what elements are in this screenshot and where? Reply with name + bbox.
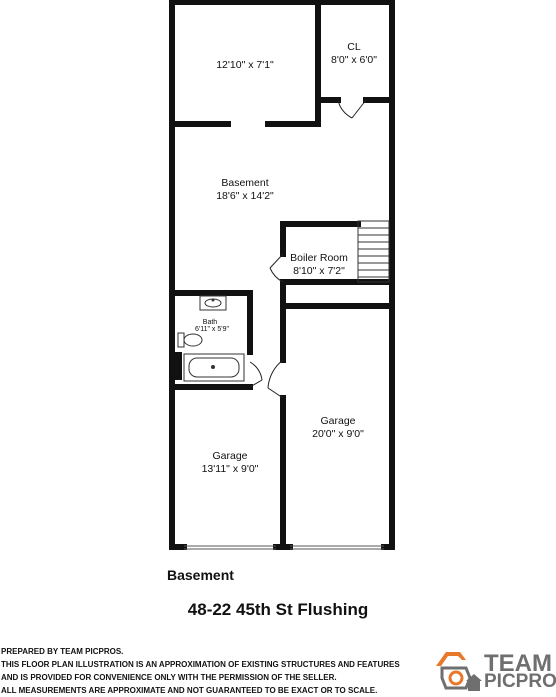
- boiler-room-name: Boiler Room: [290, 252, 348, 264]
- bath-name: Bath: [203, 319, 218, 326]
- bath-fixtures: [177, 295, 245, 382]
- garage-door-openings: [184, 545, 384, 550]
- disclaimer: PREPARED BY TEAM PICPROS. THIS FLOOR PLA…: [1, 645, 421, 697]
- closet-name: CL: [347, 41, 361, 53]
- basement-dims: 18'6" x 14'2": [216, 190, 274, 202]
- wall-block: [175, 352, 182, 380]
- toilet-icon: [177, 332, 203, 348]
- logo-text-picpros: PICPROS: [484, 671, 556, 692]
- stairs: [357, 220, 390, 283]
- bathtub-icon: [183, 353, 245, 382]
- disclaimer-line: AND IS PROVIDED FOR CONVENIENCE ONLY WIT…: [1, 673, 337, 682]
- boiler-room-dims: 8'10" x 7'2": [293, 265, 345, 277]
- team-picpros-logo: TEAM PICPROS: [432, 648, 556, 693]
- garage-right-dims: 20'0" x 9'0": [312, 428, 364, 440]
- bath-dims: 6'11" x 5'9": [195, 326, 229, 333]
- garage-right-name: Garage: [320, 415, 355, 427]
- level-label: Basement: [167, 567, 234, 583]
- garage-left-dims: 13'11" x 9'0": [202, 463, 259, 475]
- sink-icon: [199, 295, 227, 311]
- camera-house-icon: [436, 652, 482, 691]
- disclaimer-line: THIS FLOOR PLAN ILLUSTRATION IS AN APPRO…: [1, 660, 400, 669]
- disclaimer-line: PREPARED BY TEAM PICPROS.: [1, 647, 124, 656]
- disclaimer-line: ALL MEASUREMENTS ARE APPROXIMATE AND NOT…: [1, 686, 378, 695]
- closet-dims: 8'0" x 6'0": [331, 54, 377, 66]
- door-swings: [249, 99, 367, 399]
- room-labels: 12'10" x 7'1" CL 8'0" x 6'0" Basement 18…: [195, 41, 377, 475]
- basement-name: Basement: [221, 177, 268, 189]
- garage-left-name: Garage: [212, 450, 247, 462]
- property-address: 48-22 45th St Flushing: [187, 600, 369, 619]
- top-room-dims: 12'10" x 7'1": [216, 59, 274, 71]
- logo-text-team: TEAM: [484, 650, 552, 677]
